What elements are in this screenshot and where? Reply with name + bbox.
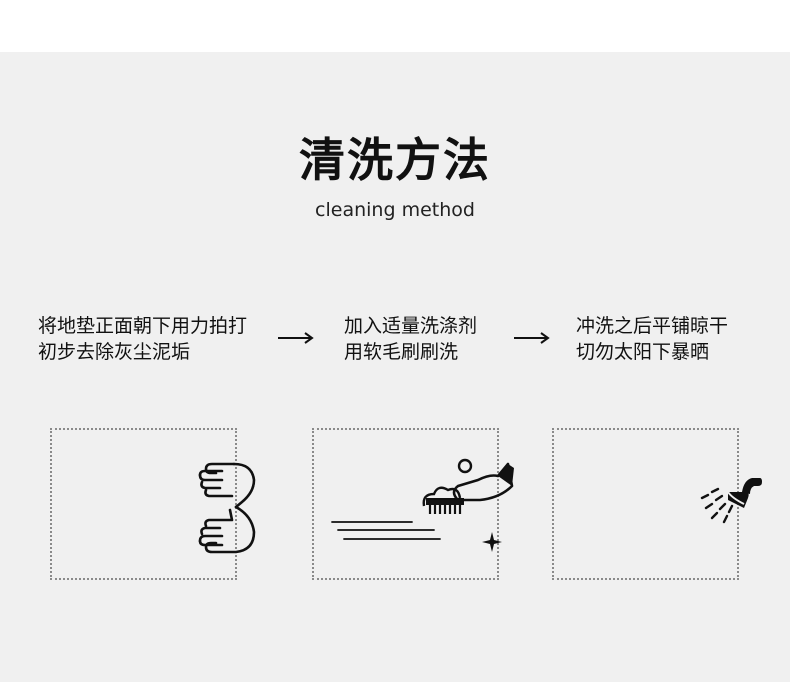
step-1-line-1: 将地垫正面朝下用力拍打 bbox=[38, 315, 248, 337]
top-band bbox=[0, 0, 790, 52]
step-3-text: 冲洗之后平铺晾干 切勿太阳下暴晒 bbox=[576, 313, 728, 365]
arrow-right-icon bbox=[514, 332, 550, 344]
hand-pat-icon bbox=[198, 462, 256, 554]
step-2-line-2: 用软毛刷刷洗 bbox=[344, 341, 459, 363]
step-3-line-1: 冲洗之后平铺晾干 bbox=[576, 315, 729, 337]
section-title: 清洗方法 bbox=[299, 133, 491, 187]
section-subtitle: cleaning method bbox=[315, 199, 475, 221]
scrub-brush-icon bbox=[331, 458, 514, 552]
step-2-card bbox=[312, 428, 514, 580]
shower-head-icon bbox=[700, 478, 762, 524]
step-1-text: 将地垫正面朝下用力拍打 初步去除灰尘泥垢 bbox=[38, 313, 247, 365]
step-2-text: 加入适量洗涤剂 用软毛刷刷洗 bbox=[344, 313, 477, 365]
step-1-line-2: 初步去除灰尘泥垢 bbox=[38, 341, 191, 363]
step-3-card bbox=[552, 428, 762, 580]
step-2-line-1: 加入适量洗涤剂 bbox=[344, 315, 478, 337]
step-1-card bbox=[50, 428, 256, 580]
arrow-right-icon bbox=[278, 332, 314, 344]
step-3-line-2: 切勿太阳下暴晒 bbox=[576, 341, 710, 363]
